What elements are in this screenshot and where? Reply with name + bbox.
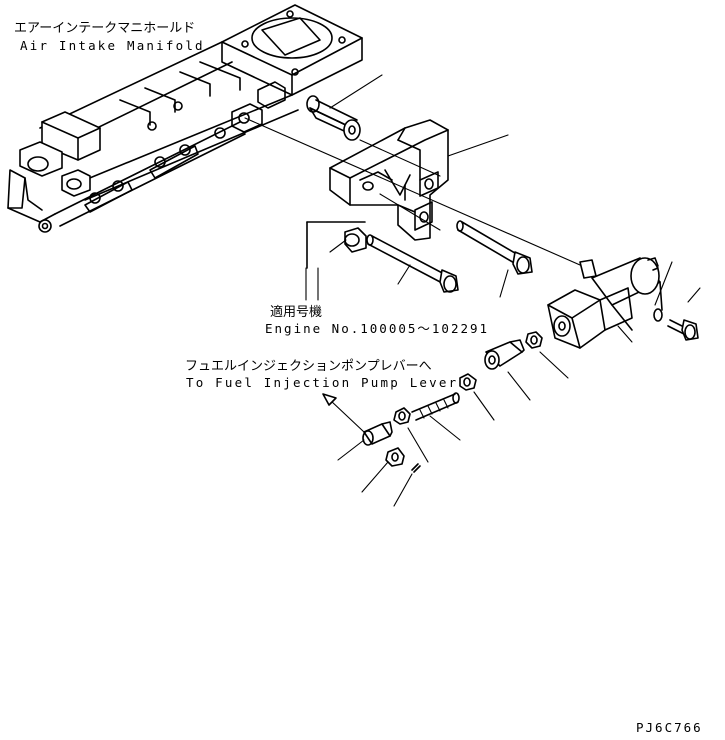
inset-detail [306, 221, 367, 269]
leader-lines [244, 74, 701, 507]
stop-solenoid [547, 257, 663, 349]
applicable-units-label: 適用号機 [270, 305, 323, 320]
manifold-label-en: Air Intake Manifold [20, 38, 205, 53]
bracket [329, 119, 449, 241]
manifold-label-jp: エアーインテークマニホールド [14, 21, 196, 36]
fuel-lever-label-en: To Fuel Injection Pump Lever [186, 375, 459, 390]
linkage-parts [362, 331, 543, 473]
drawing-code: PJ6C766 [636, 720, 703, 735]
long-bolts [366, 220, 533, 293]
air-intake-manifold [7, 4, 363, 233]
fuel-lever-label-jp: フュエルインジェクションポンプレバーへ [185, 359, 432, 374]
washer-and-bolt [653, 308, 699, 341]
spacer-tube [306, 95, 361, 141]
engine-number-range: Engine No.100005～102291 [265, 321, 490, 336]
